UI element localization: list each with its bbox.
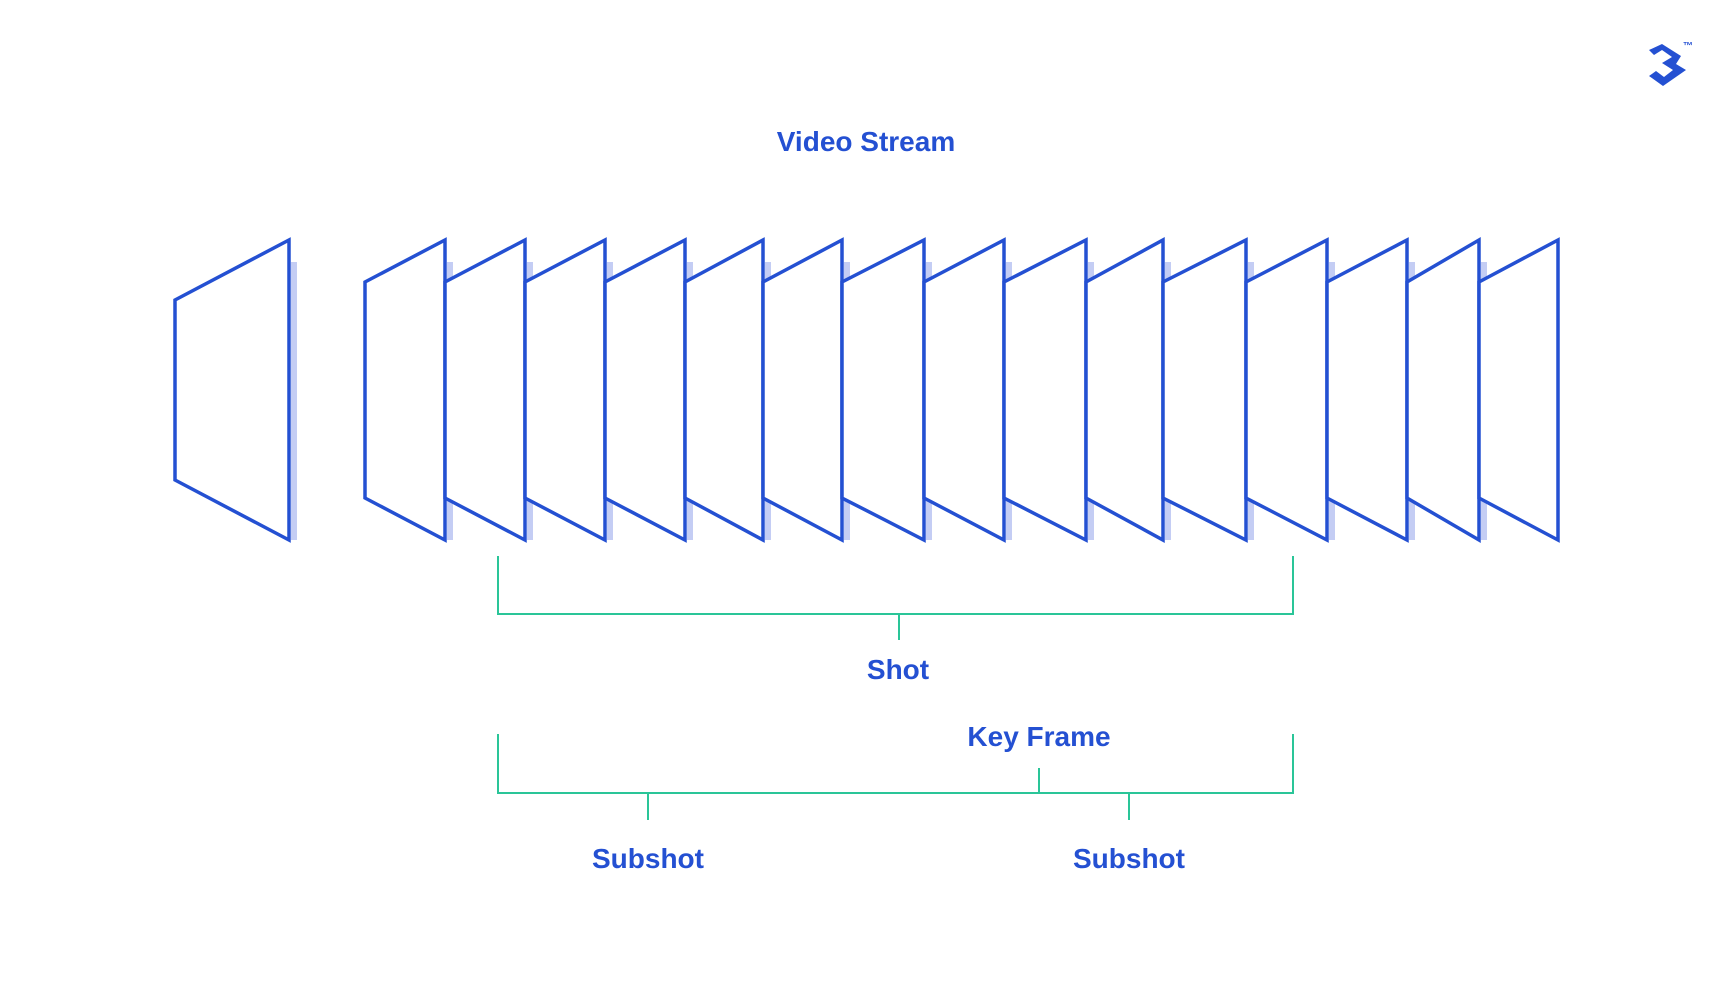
video-frame [1161,237,1248,543]
video-frame [1084,237,1165,543]
video-stream-title: Video Stream [777,126,955,157]
video-frame [1325,237,1409,543]
video-frame [840,237,926,543]
video-frame [443,237,527,543]
video-frame [523,237,607,543]
video-frame [1477,237,1560,543]
shot-bracket [497,556,1294,640]
frame-sequence [173,236,1560,544]
video-frame [1002,237,1088,543]
video-frame [363,237,447,543]
subshot-right-label: Subshot [1073,843,1185,874]
subshot-left-label: Subshot [592,843,704,874]
video-frame [173,237,291,543]
subshot-bracket [497,734,1294,820]
subshot-bracket-line [497,734,1294,794]
video-frame [761,237,844,543]
toptal-logo-icon [1649,44,1686,86]
frame-shadow [291,262,297,540]
key-frame-label: Key Frame [967,721,1110,752]
video-frame [1244,237,1329,543]
trademark-symbol: ™ [1683,41,1693,52]
video-frame [922,237,1006,543]
shot-label: Shot [867,654,929,685]
video-frame [683,237,765,543]
video-frame [1405,236,1481,544]
shot-bracket-line [497,556,1294,615]
video-frame [603,237,687,543]
